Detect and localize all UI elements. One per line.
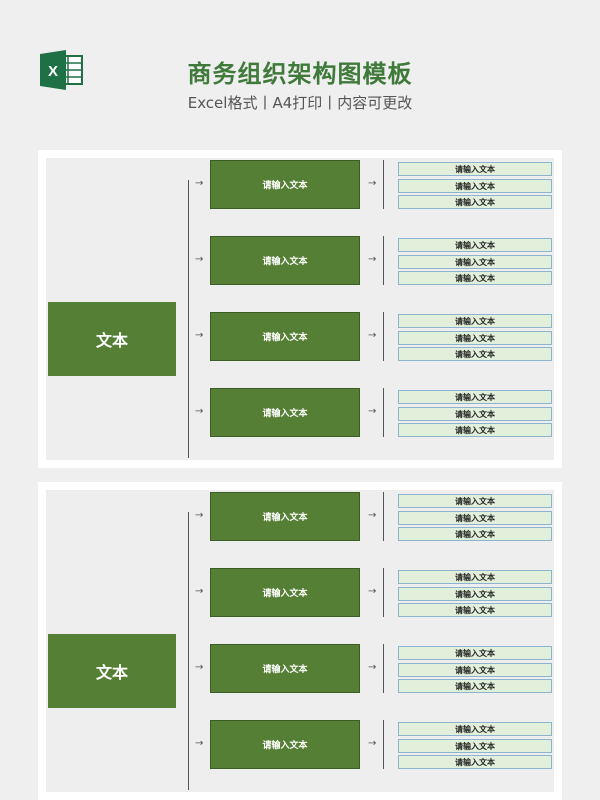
- arrow-right-icon: →: [368, 510, 377, 521]
- branch-node[interactable]: 请输入文本: [210, 312, 360, 361]
- leaf-connector-line: [383, 568, 384, 617]
- arrow-right-icon: →: [368, 662, 377, 673]
- arrow-right-icon: →: [368, 254, 377, 265]
- leaf-node[interactable]: 请输入文本: [398, 271, 552, 285]
- leaf-connector-line: [383, 312, 384, 361]
- root-node[interactable]: 文本: [48, 634, 176, 708]
- leaf-connector-line: [383, 160, 384, 209]
- branch-node[interactable]: 请输入文本: [210, 236, 360, 285]
- branch-node[interactable]: 请输入文本: [210, 644, 360, 693]
- leaf-node[interactable]: 请输入文本: [398, 179, 552, 193]
- arrow-right-icon: →: [195, 178, 204, 189]
- arrow-right-icon: →: [368, 586, 377, 597]
- arrow-right-icon: →: [368, 738, 377, 749]
- leaf-node[interactable]: 请输入文本: [398, 739, 552, 753]
- org-chart-panel-2: 文本→请输入文本→请输入文本请输入文本请输入文本→请输入文本→请输入文本请输入文…: [38, 482, 562, 800]
- leaf-node[interactable]: 请输入文本: [398, 679, 552, 693]
- leaf-node[interactable]: 请输入文本: [398, 494, 552, 508]
- leaf-node[interactable]: 请输入文本: [398, 162, 552, 176]
- leaf-node[interactable]: 请输入文本: [398, 314, 552, 328]
- leaf-node[interactable]: 请输入文本: [398, 331, 552, 345]
- leaf-node[interactable]: 请输入文本: [398, 390, 552, 404]
- leaf-node[interactable]: 请输入文本: [398, 255, 552, 269]
- leaf-node[interactable]: 请输入文本: [398, 603, 552, 617]
- leaf-connector-line: [383, 388, 384, 437]
- branch-node[interactable]: 请输入文本: [210, 388, 360, 437]
- org-chart-canvas: 文本→请输入文本→请输入文本请输入文本请输入文本→请输入文本→请输入文本请输入文…: [46, 158, 554, 460]
- arrow-right-icon: →: [195, 738, 204, 749]
- leaf-node[interactable]: 请输入文本: [398, 527, 552, 541]
- leaf-node[interactable]: 请输入文本: [398, 407, 552, 421]
- org-chart-canvas: 文本→请输入文本→请输入文本请输入文本请输入文本→请输入文本→请输入文本请输入文…: [46, 490, 554, 792]
- branch-connector-line: [188, 180, 189, 458]
- org-chart-panel-1: 文本→请输入文本→请输入文本请输入文本请输入文本→请输入文本→请输入文本请输入文…: [38, 150, 562, 468]
- leaf-node[interactable]: 请输入文本: [398, 663, 552, 677]
- page-subtitle: Excel格式丨A4打印丨内容可更改: [187, 94, 413, 112]
- leaf-node[interactable]: 请输入文本: [398, 587, 552, 601]
- page-title: 商务组织架构图模板: [187, 60, 413, 88]
- arrow-right-icon: →: [195, 586, 204, 597]
- excel-logo-icon: X: [40, 50, 83, 90]
- branch-node[interactable]: 请输入文本: [210, 492, 360, 541]
- branch-connector-line: [188, 512, 189, 790]
- branch-node[interactable]: 请输入文本: [210, 160, 360, 209]
- arrow-right-icon: →: [195, 330, 204, 341]
- leaf-node[interactable]: 请输入文本: [398, 511, 552, 525]
- leaf-connector-line: [383, 644, 384, 693]
- leaf-node[interactable]: 请输入文本: [398, 347, 552, 361]
- leaf-node[interactable]: 请输入文本: [398, 722, 552, 736]
- arrow-right-icon: →: [195, 254, 204, 265]
- leaf-connector-line: [383, 236, 384, 285]
- arrow-right-icon: →: [368, 406, 377, 417]
- leaf-node[interactable]: 请输入文本: [398, 423, 552, 437]
- svg-text:X: X: [48, 63, 58, 80]
- arrow-right-icon: →: [368, 178, 377, 189]
- root-node[interactable]: 文本: [48, 302, 176, 376]
- arrow-right-icon: →: [368, 330, 377, 341]
- leaf-connector-line: [383, 492, 384, 541]
- leaf-node[interactable]: 请输入文本: [398, 570, 552, 584]
- branch-node[interactable]: 请输入文本: [210, 720, 360, 769]
- arrow-right-icon: →: [195, 406, 204, 417]
- leaf-node[interactable]: 请输入文本: [398, 755, 552, 769]
- leaf-node[interactable]: 请输入文本: [398, 195, 552, 209]
- branch-node[interactable]: 请输入文本: [210, 568, 360, 617]
- leaf-node[interactable]: 请输入文本: [398, 238, 552, 252]
- arrow-right-icon: →: [195, 510, 204, 521]
- leaf-node[interactable]: 请输入文本: [398, 646, 552, 660]
- leaf-connector-line: [383, 720, 384, 769]
- arrow-right-icon: →: [195, 662, 204, 673]
